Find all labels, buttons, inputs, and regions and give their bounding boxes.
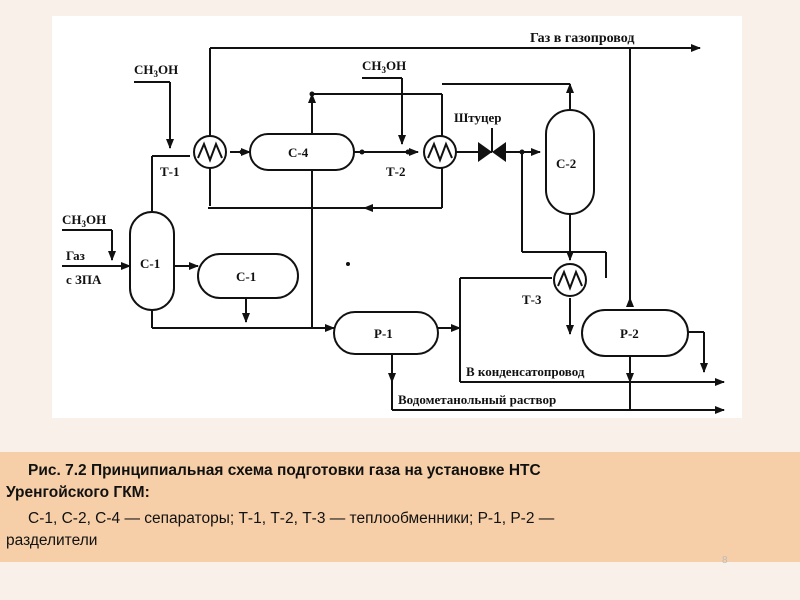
slide-number: 8: [722, 555, 728, 566]
separator-c1-vertical: [129, 211, 175, 311]
heat-exchanger-t1: [193, 135, 227, 169]
gas-to-pipeline-label: Газ в газопровод: [530, 31, 634, 46]
c4-label: С-4: [288, 145, 309, 160]
heat-exchanger-t2: [423, 135, 457, 169]
pipelines: [62, 44, 725, 414]
divider-p2: [581, 309, 689, 357]
separator-c1-horizontal: [197, 253, 299, 299]
caption-title-line1: Рис. 7.2 Принципиальная схема подготовки…: [28, 462, 541, 479]
heat-exchanger-t3: [553, 263, 587, 297]
water-methanol-label: Водометанольный раствор: [398, 392, 556, 407]
t1-label: Т-1: [160, 164, 180, 179]
choke-label: Штуцер: [454, 110, 501, 125]
c1-horizontal-label: С-1: [236, 269, 256, 284]
methanol-label-1: CH3OH: [134, 62, 178, 79]
caption-title-line2: Уренгойского ГКМ:: [6, 484, 150, 501]
separator-c2: [545, 109, 595, 215]
caption-legend-line2: разделители: [6, 532, 98, 549]
divider-p1: [333, 311, 439, 355]
p1-label: Р-1: [374, 326, 393, 341]
t3-label: Т-3: [522, 292, 542, 307]
gas-inlet-source-label: с ЗПА: [66, 272, 102, 287]
methanol-label-3: CH3OH: [62, 212, 106, 229]
gas-inlet-label: Газ: [66, 248, 85, 263]
methanol-label-2: CH3OH: [362, 58, 406, 75]
figure-caption: Рис. 7.2 Принципиальная схема подготовки…: [0, 452, 800, 562]
separator-c4: [249, 133, 355, 171]
p2-label: Р-2: [620, 326, 639, 341]
caption-legend-line1: С-1, С-2, С-4 — сепараторы; Т-1, Т-2, Т-…: [28, 510, 555, 527]
process-flow-diagram: Газ в газопровод CH3OH CH3OH CH3OH Штуце…: [52, 16, 742, 418]
choke-valve-icon: [478, 128, 506, 162]
junction-dots: [239, 91, 525, 266]
condensate-label: В конденсатопровод: [466, 364, 585, 379]
c2-label: С-2: [556, 156, 576, 171]
t2-label: Т-2: [386, 164, 406, 179]
c1-vertical-label: С-1: [140, 256, 160, 271]
